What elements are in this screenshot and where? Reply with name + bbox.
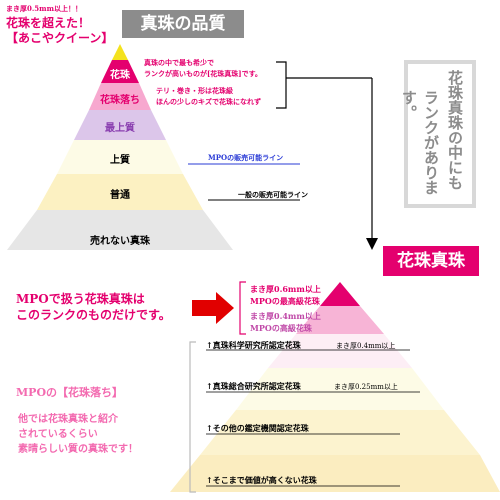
tier-crown — [112, 44, 128, 60]
tier-label-saijo: 最上質 — [105, 123, 135, 134]
note-ochi-1: テリ・巻き・形は花珠級 — [156, 86, 233, 95]
ochi-title: MPOの【花珠落ち】 — [16, 386, 124, 399]
btm-tier-top — [320, 282, 360, 306]
btm-tier-2 — [236, 368, 444, 410]
ochi-line-1: 他では花珠真珠と紹介 — [18, 414, 118, 425]
level-2-sub: まき厚0.25mm以上 — [334, 383, 398, 391]
exceed-line1: 花珠を超えた！ — [6, 16, 91, 30]
ochi-line-2: されているくらい — [18, 429, 98, 440]
bracket-bottom-red — [239, 281, 246, 335]
note-mpo-line: MPOの販売可能ライン — [208, 153, 284, 162]
btm-tier-mid — [296, 306, 384, 334]
btm-note-mid-1: まき厚0.4mm以上 — [250, 311, 321, 321]
level-1-name: ↑真珠科学研究所認定花珠 — [206, 340, 301, 350]
tier-label-jou: 上質 — [110, 155, 130, 166]
kaju-title: 花珠真珠 — [383, 246, 479, 276]
tier-saijo — [74, 110, 166, 140]
bracket-bottom-gray — [189, 341, 196, 493]
tier-label-futsu: 普通 — [110, 190, 130, 201]
tier-urenai — [7, 210, 233, 250]
red-arrow-icon — [192, 292, 234, 324]
top-note: まき厚0.5mm以上！！ — [6, 4, 82, 13]
btm-tier-4 — [170, 455, 500, 492]
level-1-sub: まき厚0.4mm以上 — [336, 342, 396, 350]
side-text-col1: 花珠真珠の中にも — [446, 70, 464, 190]
btm-tier-1 — [268, 334, 412, 368]
tier-label-kaju: 花珠 — [110, 70, 130, 81]
note-kaju-2: ランクが高いものが[花珠真珠]です。 — [144, 69, 262, 78]
bracket-top — [276, 61, 287, 109]
exceed-line2: 【あこやクイーン】 — [6, 31, 114, 45]
tier-futsu — [37, 174, 203, 210]
level-4-name: ↑そこまで価値が高くない花珠 — [206, 475, 317, 485]
tier-label-ochi: 花珠落ち — [100, 95, 140, 106]
level-3-name: ↑その他の鑑定機関認定花珠 — [206, 423, 309, 433]
btm-note-top-2: MPOの最高級花珠 — [250, 296, 320, 306]
page-title: 真珠の品質 — [122, 10, 244, 38]
side-text-col2: ランクがあります。 — [400, 90, 440, 195]
tier-kaju — [101, 60, 139, 83]
note-kaju-1: 真珠の中で最も希少で — [144, 58, 214, 67]
tier-ochi — [89, 83, 151, 110]
tier-label-urenai: 売れない真珠 — [90, 236, 150, 247]
btm-tier-3 — [200, 410, 480, 455]
ochi-line-3: 素晴らしい質の真珠です！ — [18, 444, 138, 455]
note-ochi-2: ほんの少しのキズで花珠になれず — [156, 97, 261, 106]
level-2-name: ↑真珠総合研究所認定花珠 — [206, 381, 301, 391]
tier-jou — [57, 140, 183, 174]
btm-note-mid-2: MPOの高級花珠 — [250, 323, 312, 333]
mpo-message-1: MPOで扱う花珠真珠は — [16, 292, 145, 306]
note-general-line: 一般の販売可能ライン — [238, 190, 308, 199]
btm-note-top-1: まき厚0.6mm以上 — [250, 284, 321, 294]
mpo-message-2: このランクのものだけです。 — [16, 308, 171, 322]
side-text-box: 花珠真珠の中にも ランクがあります。 — [400, 60, 476, 208]
